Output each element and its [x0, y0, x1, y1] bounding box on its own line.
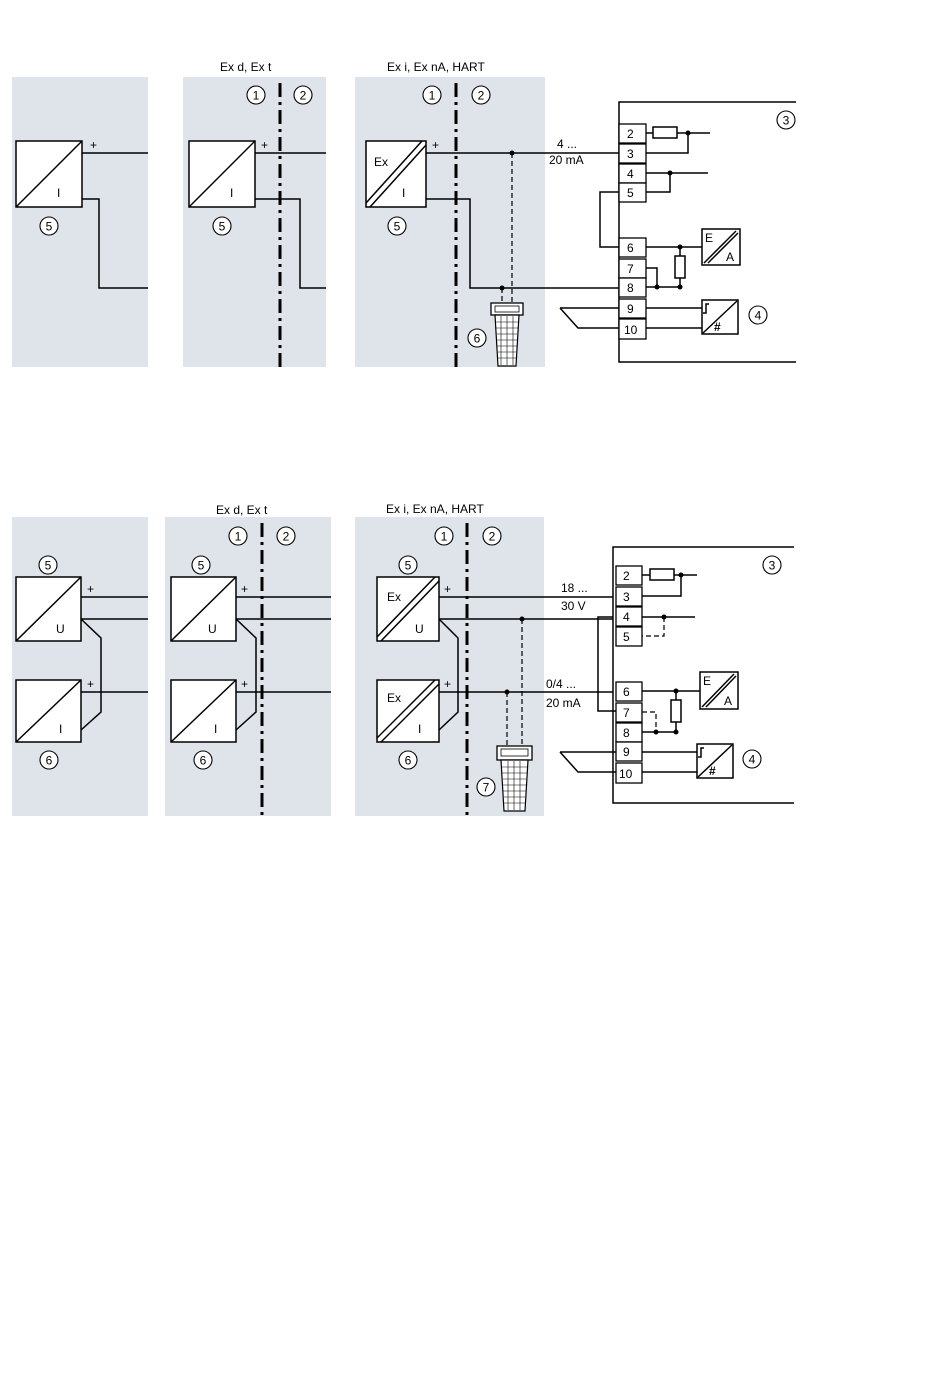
callout-number: 5	[394, 220, 401, 234]
callout-number: 1	[253, 89, 260, 103]
zone-label: Ex d, Ex t	[220, 60, 272, 74]
converter-e-label: E	[705, 231, 713, 245]
zone-label: Ex i, Ex nA, HART	[386, 502, 484, 516]
terminal-number: 6	[627, 241, 634, 255]
signal-label: 20 mA	[546, 696, 581, 710]
top-diagram: Ex d, Ex t Ex i, Ex nA, HART 1 2 1 2 I +…	[12, 60, 796, 367]
callout-number: 5	[405, 559, 412, 573]
current-symbol: I	[59, 722, 62, 736]
callout-number: 5	[198, 559, 205, 573]
converter-e-label: E	[703, 674, 711, 688]
ex-current-transmitter	[366, 141, 426, 207]
resistor	[675, 256, 685, 278]
signal-label: 20 mA	[549, 153, 584, 167]
plus-sign: +	[432, 138, 439, 152]
current-symbol: I	[57, 186, 60, 200]
callout-number: 4	[755, 309, 762, 323]
callout-number: 6	[474, 332, 481, 346]
terminal-number: 3	[623, 590, 630, 604]
voltage-symbol: U	[208, 622, 217, 636]
terminal-number: 9	[627, 302, 634, 316]
terminal-number: 4	[623, 610, 630, 624]
callout-number: 4	[749, 753, 756, 767]
plus-sign: +	[241, 677, 248, 691]
terminal-number: 8	[627, 281, 634, 295]
callout-number: 6	[405, 754, 412, 768]
terminal-number: 10	[619, 767, 633, 781]
voltage-symbol: U	[56, 622, 65, 636]
limit-symbol: #	[709, 764, 716, 778]
callout-number: 5	[45, 559, 52, 573]
callout-number: 3	[783, 114, 790, 128]
terminal-number: 10	[624, 323, 638, 337]
callout-number: 2	[478, 89, 485, 103]
ex-current-transmitter	[377, 680, 439, 742]
resistor	[671, 700, 681, 722]
plus-sign: +	[444, 677, 451, 691]
zone-panel	[183, 77, 326, 367]
plus-sign: +	[87, 582, 94, 596]
terminal-number: 2	[627, 127, 634, 141]
signal-label: 0/4 ...	[546, 677, 576, 691]
signal-label: 30 V	[561, 599, 586, 613]
plus-sign: +	[87, 677, 94, 691]
ex-voltage-supply	[377, 577, 439, 641]
converter-a-label: A	[726, 250, 734, 264]
zone-panel	[165, 517, 331, 816]
callout-number: 2	[300, 89, 307, 103]
terminal-number: 3	[627, 147, 634, 161]
callout-number: 3	[769, 559, 776, 573]
zone-label: Ex d, Ex t	[216, 503, 268, 517]
zone-label: Ex i, Ex nA, HART	[387, 60, 485, 74]
resistor	[653, 127, 677, 138]
callout-number: 5	[46, 220, 53, 234]
callout-number: 7	[483, 781, 490, 795]
resistor	[650, 569, 674, 580]
current-symbol: I	[418, 722, 421, 736]
terminal-number: 6	[623, 685, 630, 699]
callout-number: 5	[219, 220, 226, 234]
terminal-number: 7	[627, 262, 634, 276]
callout-number: 1	[235, 530, 242, 544]
signal-label: 4 ...	[557, 137, 577, 151]
callout-number: 1	[429, 89, 436, 103]
callout-number: 2	[283, 530, 290, 544]
terminal-number: 5	[623, 630, 630, 644]
terminal-number: 4	[627, 167, 634, 181]
current-symbol: I	[402, 186, 405, 200]
plus-sign: +	[241, 582, 248, 596]
zone-panel	[12, 517, 148, 816]
terminal-number: 8	[623, 726, 630, 740]
callout-number: 6	[200, 754, 207, 768]
terminal-number: 7	[623, 706, 630, 720]
signal-label: 18 ...	[561, 581, 588, 595]
callout-number: 6	[46, 754, 53, 768]
ex-symbol: Ex	[374, 155, 388, 169]
callout-number: 2	[489, 530, 496, 544]
terminal-number: 9	[623, 745, 630, 759]
zone-panel	[12, 77, 148, 367]
plus-sign: +	[261, 138, 268, 152]
ex-symbol: Ex	[387, 590, 401, 604]
bottom-diagram: Ex d, Ex t Ex i, Ex nA, HART 1 2 1 2 5 U…	[12, 502, 794, 816]
voltage-symbol: U	[415, 622, 424, 636]
ex-symbol: Ex	[387, 691, 401, 705]
terminal-number: 5	[627, 186, 634, 200]
plus-sign: +	[444, 582, 451, 596]
plus-sign: +	[90, 138, 97, 152]
current-symbol: I	[214, 722, 217, 736]
limit-symbol: #	[714, 320, 721, 334]
callout-number: 1	[441, 530, 448, 544]
terminal-block: 2 3 4 5 6 7 8 9 10	[619, 124, 646, 339]
current-symbol: I	[230, 186, 233, 200]
converter-a-label: A	[724, 694, 732, 708]
terminal-number: 2	[623, 569, 630, 583]
terminal-block: 2 3 4 5 6 7 8 9 10	[616, 566, 642, 783]
